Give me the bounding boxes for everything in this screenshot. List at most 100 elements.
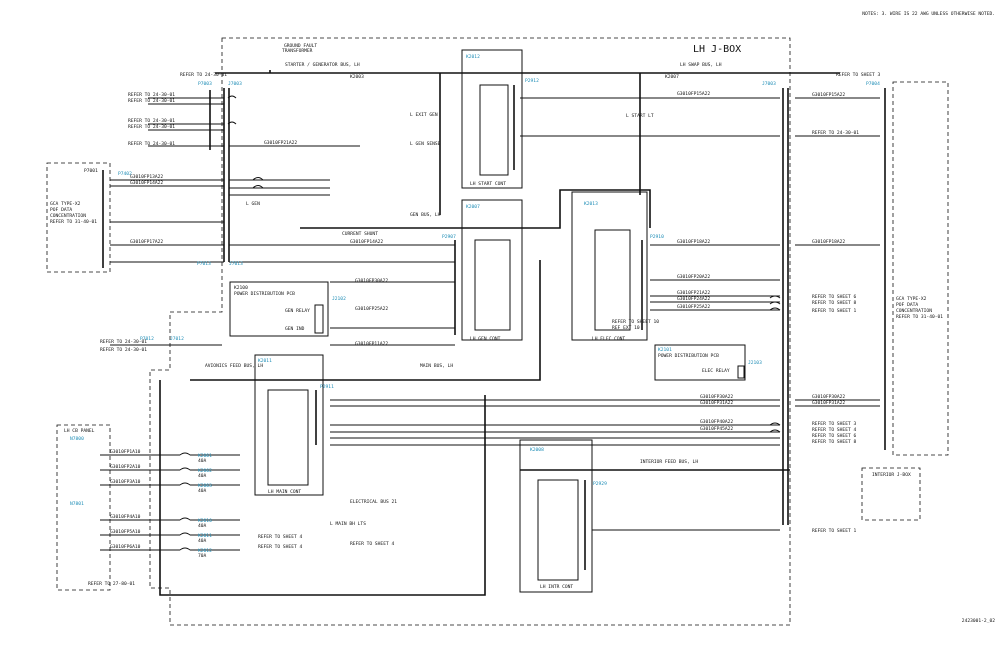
svg-text:LH MAIN CONT: LH MAIN CONT <box>268 489 301 495</box>
svg-text:70A: 70A <box>198 553 207 559</box>
svg-text:G3010FP6A10: G3010FP6A10 <box>110 544 141 550</box>
svg-text:G3010FP31A22: G3010FP31A22 <box>812 400 845 406</box>
pdb-elec: K2101 POWER DISTRIBUTION PCB ELEC RELAY … <box>654 344 762 381</box>
drawing-number: 2423001-2_02 <box>962 618 995 624</box>
svg-text:REFER TO 24-30-01: REFER TO 24-30-01 <box>128 98 175 104</box>
outer-trace-bottom <box>159 380 486 596</box>
svg-text:K2003: K2003 <box>198 483 212 489</box>
svg-text:G3010FP18A22: G3010FP18A22 <box>812 239 845 245</box>
svg-text:P7012: P7012 <box>140 336 154 342</box>
svg-text:P2929: P2929 <box>593 481 607 487</box>
svg-text:POWER DISTRIBUTION PCB: POWER DISTRIBUTION PCB <box>658 353 719 359</box>
svg-text:REFER TO SHEET 6: REFER TO SHEET 6 <box>812 294 856 300</box>
svg-text:GEN RELAY: GEN RELAY <box>285 308 310 314</box>
svg-text:STARTER / GENERATOR BUS, LH: STARTER / GENERATOR BUS, LH <box>285 62 360 68</box>
svg-text:G3010FP1A10: G3010FP1A10 <box>110 449 141 455</box>
svg-text:REFER TO SHEET 4: REFER TO SHEET 4 <box>258 544 302 550</box>
svg-text:G3010FP5A10: G3010FP5A10 <box>110 529 141 535</box>
svg-text:GEN BUS, LH: GEN BUS, LH <box>410 212 441 218</box>
svg-text:K2007: K2007 <box>466 204 480 210</box>
svg-text:J7012: J7012 <box>170 336 184 342</box>
start-contactor: K2012 LH START CONT <box>461 49 523 189</box>
svg-text:AVIONICS FEED BUS, LH: AVIONICS FEED BUS, LH <box>205 363 263 369</box>
svg-text:40A: 40A <box>198 458 207 464</box>
svg-text:P2910: P2910 <box>650 234 664 240</box>
svg-text:ELECTRICAL BUS 21: ELECTRICAL BUS 21 <box>350 499 397 505</box>
svg-text:P7402: P7402 <box>118 171 132 177</box>
svg-text:40A: 40A <box>198 538 207 544</box>
jbox-title: LH J-BOX <box>693 44 741 55</box>
svg-text:J2103: J2103 <box>748 360 762 366</box>
svg-text:G3010FP18A22: G3010FP18A22 <box>677 239 710 245</box>
elec-contactor: K2013 LH ELEC CONT <box>571 191 648 342</box>
svg-text:REFER TO SHEET 3: REFER TO SHEET 3 <box>836 72 880 78</box>
svg-text:LH ELEC CONT: LH ELEC CONT <box>592 336 625 342</box>
svg-text:REFER TO SHEET 1: REFER TO SHEET 1 <box>812 308 856 314</box>
svg-text:G3010FP15A22: G3010FP15A22 <box>677 91 710 97</box>
svg-text:L GEN SENSE: L GEN SENSE <box>410 141 441 147</box>
svg-text:K2011: K2011 <box>198 533 212 539</box>
svg-text:K2010: K2010 <box>198 518 212 524</box>
svg-text:P7001: P7001 <box>84 168 98 174</box>
svg-text:REFER TO 24-30-01: REFER TO 24-30-01 <box>128 118 175 124</box>
svg-text:K2003: K2003 <box>350 74 364 80</box>
svg-text:G3010FP17A22: G3010FP17A22 <box>130 239 163 245</box>
jbox-boundary <box>149 37 791 626</box>
svg-text:LH START CONT: LH START CONT <box>470 181 506 187</box>
svg-text:G3010FP25A22: G3010FP25A22 <box>355 306 388 312</box>
intr-contactor: K2008 LH INTR CONT <box>519 439 593 593</box>
svg-text:REFER TO SHEET 10: REFER TO SHEET 10 <box>612 319 659 325</box>
gca-right-box <box>892 81 949 456</box>
svg-text:REFER TO SHEET 6: REFER TO SHEET 6 <box>812 433 856 439</box>
svg-text:K2001: K2001 <box>198 453 212 459</box>
svg-text:J7013: J7013 <box>229 261 243 267</box>
svg-text:LH GEN CONT: LH GEN CONT <box>470 336 501 342</box>
svg-text:GROUND FAULT: GROUND FAULT <box>284 43 317 49</box>
svg-text:40A: 40A <box>198 488 207 494</box>
svg-text:P7013: P7013 <box>197 261 211 267</box>
svg-text:40A: 40A <box>198 523 207 529</box>
svg-text:POWER DISTRIBUTION PCB: POWER DISTRIBUTION PCB <box>234 291 295 297</box>
svg-text:REFER TO SHEET 4: REFER TO SHEET 4 <box>812 427 856 433</box>
svg-text:G3010FP14A22: G3010FP14A22 <box>130 180 163 186</box>
main-contactor: K2011 LH MAIN CONT <box>254 354 324 496</box>
svg-text:REF EXT 10: REF EXT 10 <box>612 325 640 331</box>
svg-text:P7003: P7003 <box>198 81 212 87</box>
svg-text:K2008: K2008 <box>530 447 544 453</box>
svg-text:G3010FP40A22: G3010FP40A22 <box>700 419 733 425</box>
svg-text:G3010FP31A22: G3010FP31A22 <box>700 400 733 406</box>
svg-text:REFER TO 24-30-01: REFER TO 24-30-01 <box>180 72 227 78</box>
svg-text:G3010FP45A22: G3010FP45A22 <box>700 426 733 432</box>
svg-text:REFER TO 24-30-01: REFER TO 24-30-01 <box>100 347 147 353</box>
svg-text:K2007: K2007 <box>665 74 679 80</box>
svg-text:TRANSFORMER: TRANSFORMER <box>282 48 313 54</box>
cb-panel-wires: G3010FP1A10 G3010FP2A10 G3010FP3A10 G301… <box>70 436 397 587</box>
svg-text:J7003: J7003 <box>228 81 242 87</box>
svg-text:REFER TO 27-80-01: REFER TO 27-80-01 <box>88 581 135 587</box>
svg-text:P2911: P2911 <box>320 384 334 390</box>
svg-text:L EXIT GEN: L EXIT GEN <box>410 112 438 118</box>
svg-text:G3010FP11A22: G3010FP11A22 <box>355 341 388 347</box>
svg-text:K2011: K2011 <box>258 358 272 364</box>
svg-text:REFER TO SHEET 4: REFER TO SHEET 4 <box>350 541 394 547</box>
svg-text:G3010FP4A10: G3010FP4A10 <box>110 514 141 520</box>
svg-text:ELEC RELAY: ELEC RELAY <box>702 368 730 374</box>
svg-text:K2002: K2002 <box>198 468 212 474</box>
svg-text:LH INTR CONT: LH INTR CONT <box>540 584 573 590</box>
svg-text:K2012: K2012 <box>198 548 212 554</box>
svg-text:K2012: K2012 <box>466 54 480 60</box>
svg-text:REFER TO SHEET 1: REFER TO SHEET 1 <box>812 528 856 534</box>
svg-text:P2912: P2912 <box>525 78 539 84</box>
svg-text:40A: 40A <box>198 473 207 479</box>
svg-text:G3010FP20A22: G3010FP20A22 <box>677 274 710 280</box>
svg-text:K2100: K2100 <box>234 285 248 291</box>
svg-text:G3010FP21A22: G3010FP21A22 <box>677 290 710 296</box>
interior-jbox-box <box>861 467 921 521</box>
svg-text:G3010FP15A22: G3010FP15A22 <box>812 92 845 98</box>
svg-text:INTERIOR FEED BUS, LH: INTERIOR FEED BUS, LH <box>640 459 698 465</box>
left-wiring-rows: REFER TO 24-30-01 REFER TO 24-30-01 REFE… <box>100 43 659 353</box>
svg-text:G3010FP30A22: G3010FP30A22 <box>812 394 845 400</box>
